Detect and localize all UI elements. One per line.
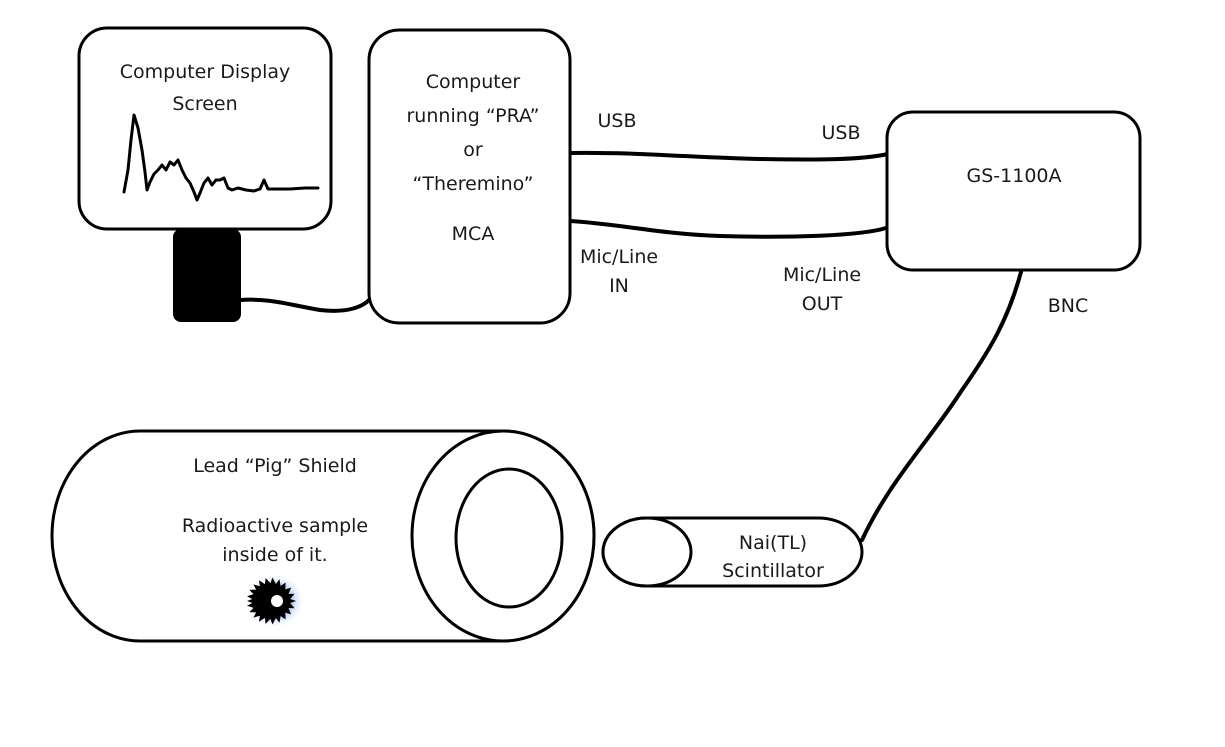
lead-pig-shield-opening-inner [454,467,564,609]
bnc-cable [860,270,1023,542]
computer-display-screen [77,26,333,231]
gs-1100a-box [885,110,1142,272]
computer-label-line2: running “PRA” [407,105,540,127]
display-to-computer-cable [238,294,374,313]
computer-label-line3: or [463,139,483,161]
monitor-stand [173,229,241,322]
usb-label-right: USB [821,122,860,144]
radioactive-sample-core [271,595,283,607]
shield-desc-line2: inside of it. [222,544,327,566]
mic-in-label-line1: Mic/Line [580,246,658,268]
mic-out-label-line1: Mic/Line [783,264,861,286]
mic-in-label-line2: IN [609,275,629,297]
scintillator-label-line2: Scintillator [722,560,824,582]
shield-desc-line1: Radioactive sample [182,515,368,537]
gs-1100a-label: GS-1100A [967,165,1062,187]
computer-label-line4: “Theremino” [413,173,534,195]
bnc-label: BNC [1048,295,1089,317]
computer-label-line5: MCA [452,223,495,245]
mic-out-label-line2: OUT [802,293,843,315]
computer-label-line1: Computer [426,71,521,93]
computer-box [367,28,572,325]
mic-line-cable [568,219,888,239]
display-label-line2: Screen [172,93,237,115]
spectrum-trace [122,113,320,202]
display-label-line1: Computer Display [120,61,291,83]
usb-label-left: USB [597,110,636,132]
scintillator-face [601,516,693,588]
scintillator-label-line1: Nai(TL) [739,532,807,554]
shield-title: Lead “Pig” Shield [193,455,357,477]
usb-cable [568,150,890,162]
